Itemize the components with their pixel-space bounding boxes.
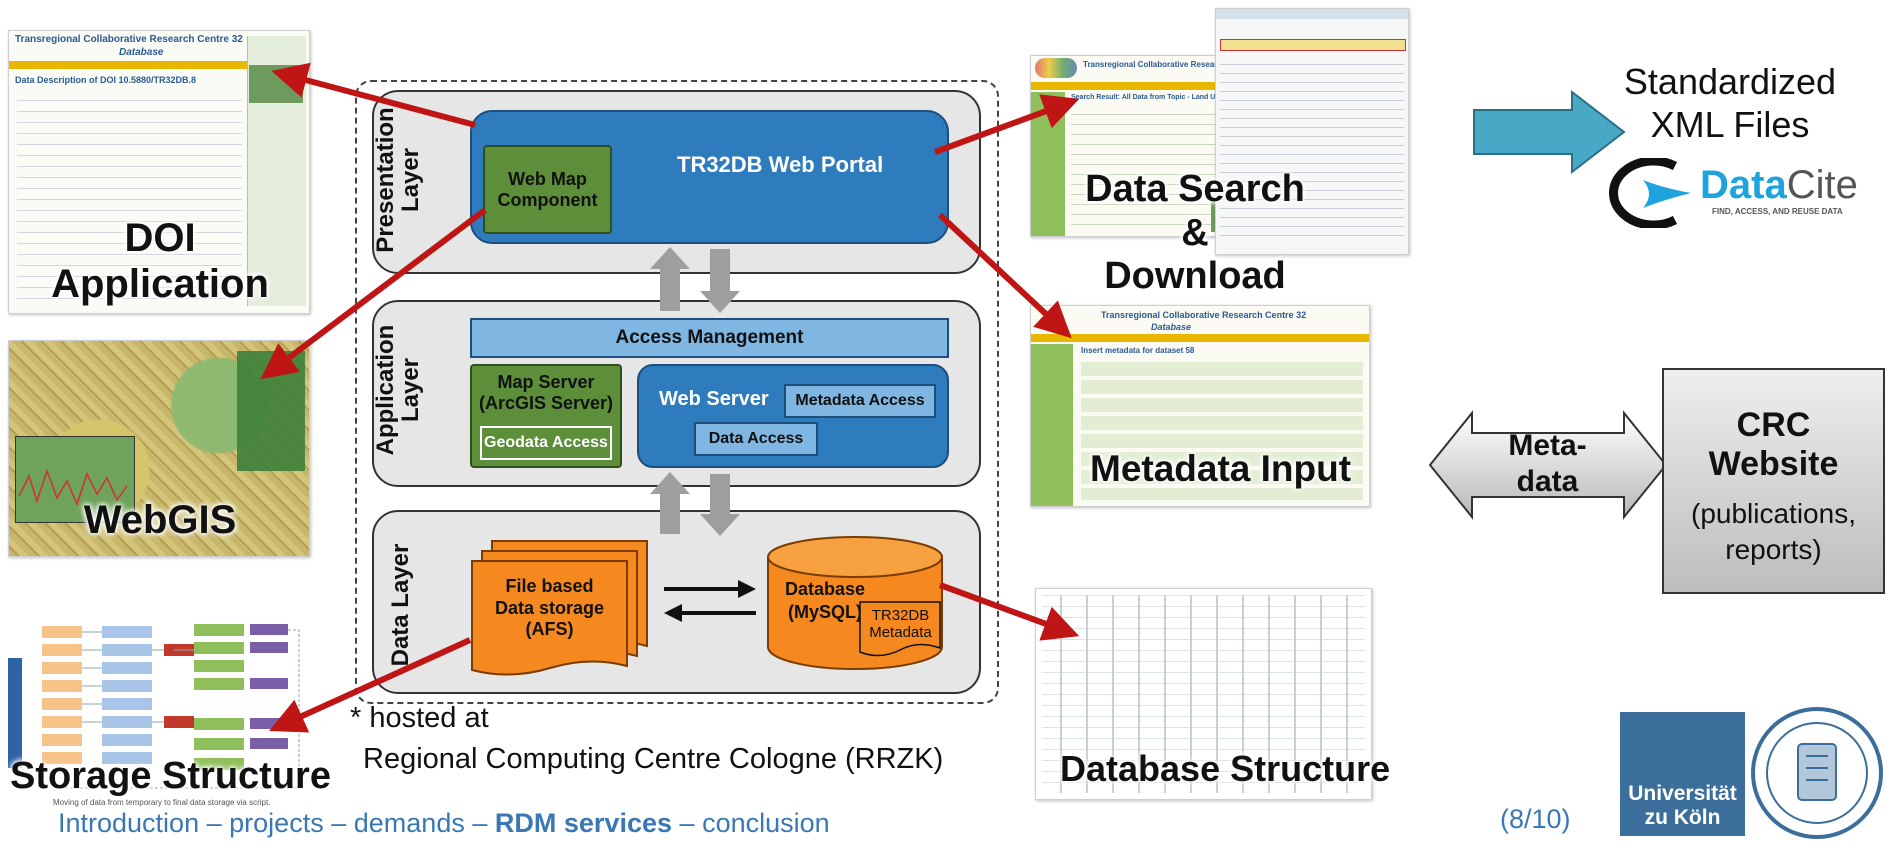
presentation-application-arrows xyxy=(650,247,740,313)
nav-projects[interactable]: projects xyxy=(229,808,324,838)
storage-diagram xyxy=(42,624,300,789)
hosted-line2: Regional Computing Centre Cologne (RRZK) xyxy=(363,743,944,775)
footer-nav: Introduction – projects – demands – RDM … xyxy=(58,808,830,839)
crc-website-box: CRC Website (publications, reports) xyxy=(1662,368,1885,594)
geodata-access-box: Geodata Access xyxy=(480,426,612,460)
search-navbar xyxy=(1031,82,1256,90)
metadata-input-label: Metadata Input xyxy=(1090,448,1352,489)
db-structure-grid xyxy=(1042,595,1365,793)
arrow-webmap-webgis xyxy=(260,207,487,380)
database-label: Database (MySQL) xyxy=(784,579,866,622)
metadata-heading: Insert metadata for dataset 58 xyxy=(1081,346,1195,355)
nav-separator: – xyxy=(331,808,347,838)
nav-introduction[interactable]: Introduction xyxy=(58,808,200,838)
search-logo xyxy=(1035,58,1077,78)
doi-navbar xyxy=(9,61,249,69)
application-data-arrows xyxy=(650,472,740,536)
data-search-label: Data Search & Download xyxy=(1085,168,1305,298)
nav-rdm-services[interactable]: RDM services xyxy=(494,808,673,838)
search-popup-lines xyxy=(1220,59,1404,244)
search-popup-header xyxy=(1216,9,1408,19)
storage-caption: Moving of data from temporary to final d… xyxy=(53,798,271,807)
hosting-boundary xyxy=(355,80,999,704)
doi-text-lines xyxy=(17,93,242,303)
db-structure-screenshot xyxy=(1035,588,1372,800)
nav-separator: – xyxy=(679,808,695,838)
doi-application-label: DOI Application xyxy=(51,216,269,306)
crc-website-sub: (publications, reports) xyxy=(1691,498,1856,566)
storage-structure-label: Storage Structure xyxy=(10,755,331,797)
metadata-input-screenshot: Transregional Collaborative Research Cen… xyxy=(1030,305,1370,507)
datacite-tagline: FIND, ACCESS, AND REUSE DATA xyxy=(1712,207,1843,216)
metadata-subtitle: Database xyxy=(1151,322,1192,332)
file-storage-label: File based Data storage (AFS) xyxy=(494,576,605,640)
storage-sidebar xyxy=(8,658,22,768)
metadata-navbar xyxy=(1031,334,1369,342)
nav-separator: – xyxy=(206,808,222,838)
access-management-box: Access Management xyxy=(470,318,949,358)
arrow-portal-search xyxy=(933,94,1080,155)
doi-subtitle: Database xyxy=(119,47,164,58)
metadata-form xyxy=(1081,362,1363,500)
data-access-box: Data Access xyxy=(694,422,818,456)
map-server-box: Map Server (ArcGIS Server) Geodata Acces… xyxy=(470,364,622,468)
metadata-exchange-label: Meta- data xyxy=(1508,429,1587,498)
university-line1: Universität xyxy=(1628,782,1737,805)
file-storage-shape xyxy=(471,540,648,676)
university-logo: Universität zu Köln xyxy=(1620,712,1745,836)
university-seal xyxy=(1751,707,1883,839)
webgis-label: WebGIS xyxy=(83,498,237,542)
hosted-line1: * hosted at xyxy=(350,702,489,734)
web-server-label: Web Server xyxy=(659,388,769,410)
web-map-component: Web Map Component xyxy=(483,145,612,234)
metadata-access-box: Metadata Access xyxy=(784,384,936,418)
datacite-cite: Cite xyxy=(1786,163,1858,207)
search-popup-screenshot xyxy=(1215,8,1409,255)
storage-screenshot: Moving of data from temporary to final d… xyxy=(8,618,313,808)
page-number: (8/10) xyxy=(1500,804,1571,834)
database-structure-label: Database Structure xyxy=(1060,748,1391,789)
datacite-wordmark: DataCite xyxy=(1700,163,1858,208)
tr32db-metadata-doc xyxy=(859,601,941,657)
webgis-chart xyxy=(15,436,135,523)
datacite-logo-icon xyxy=(1609,158,1691,228)
arrow-db-structure xyxy=(938,582,1080,641)
datacite-data: Data xyxy=(1700,163,1787,207)
arrow-portal-metadata xyxy=(937,212,1072,339)
metadata-title: Transregional Collaborative Research Cen… xyxy=(1101,310,1307,320)
xml-export-arrow xyxy=(1473,90,1626,175)
doi-heading: Data Description of DOI 10.5880/TR32DB.8 xyxy=(15,75,197,85)
crc-website-title: CRC Website xyxy=(1708,406,1839,484)
search-popup-bar xyxy=(1220,39,1406,51)
metadata-sidebar xyxy=(1031,344,1073,506)
arrow-portal-doi xyxy=(271,62,476,128)
search-heading: Search Result: All Data from Topic - Lan… xyxy=(1071,94,1224,101)
nav-separator: – xyxy=(472,808,488,838)
doi-screenshot: Transregional Collaborative Research Cen… xyxy=(8,30,310,314)
arrow-storage-structure xyxy=(269,637,472,733)
nav-conclusion[interactable]: conclusion xyxy=(702,808,830,838)
storage-db-arrows xyxy=(664,580,756,622)
nav-demands[interactable]: demands xyxy=(353,808,465,838)
search-title: Transregional Collaborative Research Cen… xyxy=(1083,60,1257,69)
web-portal-label: TR32DB Web Portal xyxy=(677,152,884,177)
university-line2: zu Köln xyxy=(1644,806,1721,829)
doi-title: Transregional Collaborative Research Cen… xyxy=(15,34,243,45)
xml-files-label: Standardized XML Files xyxy=(1623,61,1837,146)
map-server-label: Map Server (ArcGIS Server) xyxy=(478,372,614,413)
tr32db-metadata-label: TR32DB Metadata xyxy=(869,607,932,642)
web-server-box: Web Server Metadata Access Data Access xyxy=(637,364,949,468)
webgis-chart-line xyxy=(19,468,128,507)
